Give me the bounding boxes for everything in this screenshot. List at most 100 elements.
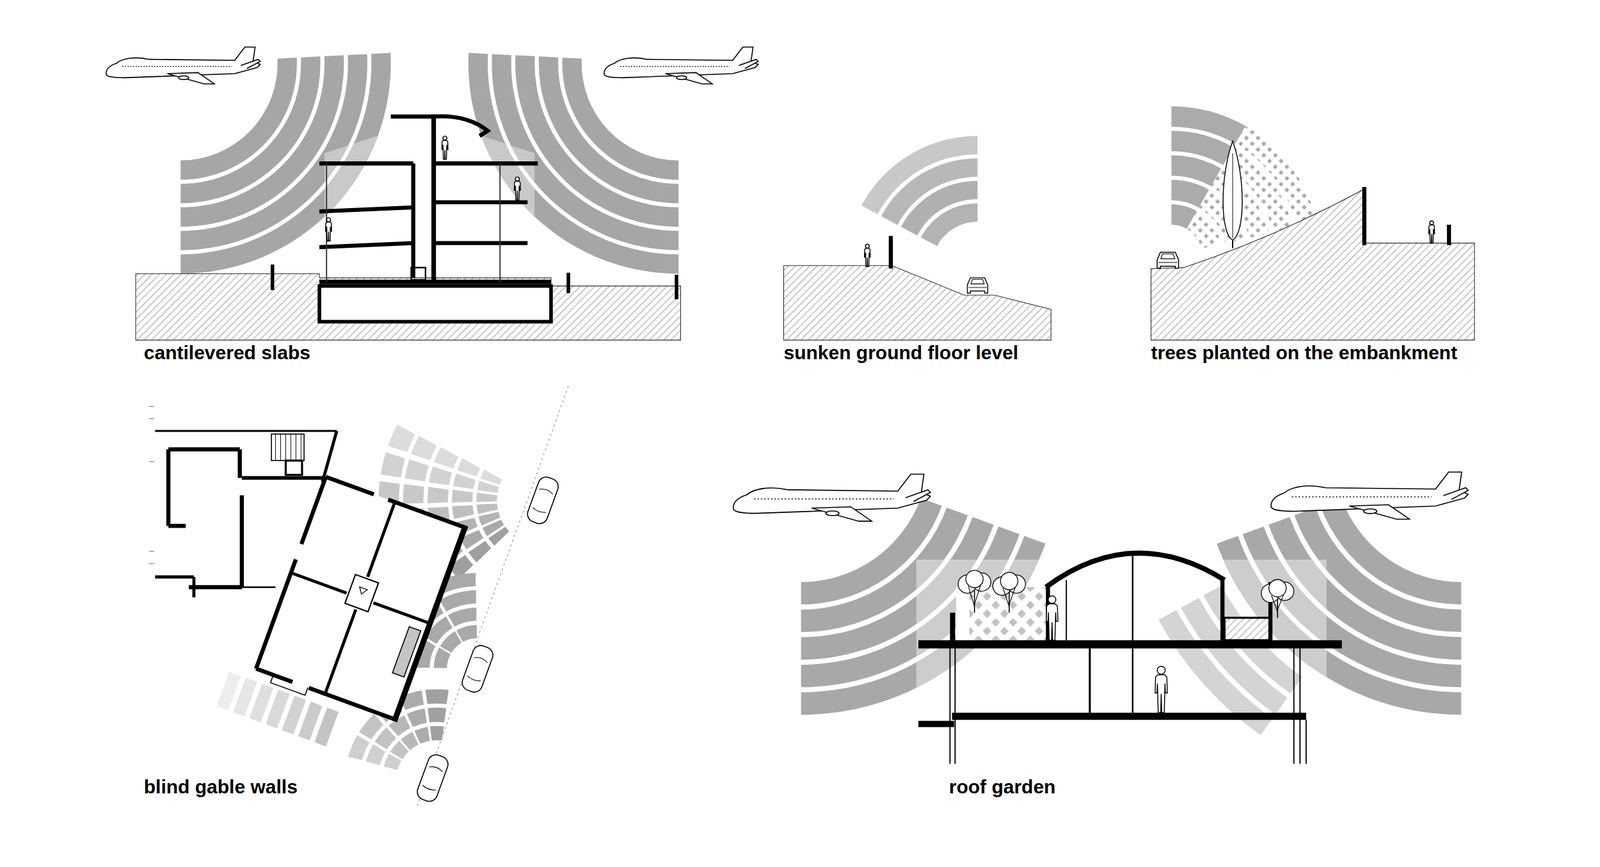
sound-wave-band (427, 707, 447, 722)
stair-landing (285, 460, 303, 475)
airplane-tailplane (1443, 487, 1469, 500)
wall-line (1299, 648, 1301, 764)
airplane-wing (167, 72, 214, 84)
sound-wave-band (403, 483, 425, 504)
building-wall (367, 501, 395, 577)
sound-wave-band (410, 435, 437, 461)
sound-wave-band (366, 743, 386, 765)
sound-wave-band (491, 53, 679, 250)
grid-tick (149, 405, 155, 407)
lift-box (411, 267, 426, 280)
stair-arrow (357, 586, 368, 596)
airplane (604, 47, 759, 84)
sound-wave-band (456, 624, 477, 642)
car-bumper (1158, 261, 1178, 263)
car-plan (525, 474, 561, 527)
tree (958, 570, 991, 613)
tree-branch (968, 585, 975, 607)
airplane-engine (178, 75, 189, 80)
planter-wall (949, 612, 955, 640)
car-body (1157, 252, 1179, 269)
sound-wave-band (861, 135, 978, 214)
cantilevered-slab (433, 240, 528, 245)
building-wall (256, 668, 293, 682)
wall-line (1305, 719, 1307, 764)
wall-line (949, 648, 951, 764)
car-outline (525, 474, 561, 527)
sound-wave-band (1320, 497, 1462, 605)
airplane-windows (1292, 496, 1432, 497)
label-slot: sunken ground floor level (783, 341, 1019, 365)
sound-wave-band (374, 727, 397, 749)
stair (271, 433, 304, 461)
neighbour-wall (240, 494, 244, 587)
car-windscreen (421, 764, 443, 792)
airplane-windows (753, 497, 894, 499)
panel-caption: blind gable walls (144, 775, 298, 799)
neighbour-wall (166, 449, 171, 527)
neighbour-wall (168, 447, 240, 452)
boundary-wall (566, 272, 571, 294)
partition-wall (1088, 648, 1091, 713)
tree (992, 572, 1026, 613)
cantilevered-slab (319, 243, 414, 248)
grid-tick (149, 460, 155, 462)
label-slot: trees planted on the embankment (1150, 341, 1457, 365)
cypress-tree (1223, 140, 1243, 248)
tree-trunk (1232, 240, 1234, 249)
upper-slab (918, 640, 1343, 649)
neighbour-wall (237, 449, 242, 479)
person-head (326, 217, 331, 222)
airplane-tailplane (240, 59, 260, 69)
grid-tick (149, 563, 155, 564)
airplane-wing (811, 506, 872, 521)
car-bumper (968, 287, 987, 288)
sound-wave-band (478, 511, 501, 525)
basement (319, 286, 552, 322)
wave-fan (861, 135, 978, 246)
airplane (106, 47, 261, 84)
sound-wave-band (452, 504, 475, 520)
person-body (325, 222, 333, 242)
person-body (1155, 674, 1168, 713)
person-figure (441, 136, 448, 160)
sound-wave-band (1171, 106, 1246, 144)
tree-canopy (1000, 572, 1018, 590)
neighbour-wall (154, 575, 194, 579)
building-floor (256, 476, 465, 720)
wall-line (1293, 648, 1295, 764)
sound-wave-band (428, 465, 452, 485)
core-wall (431, 114, 436, 282)
sound-wave-band (359, 713, 384, 740)
boundary-wall (674, 274, 679, 299)
car-outline (414, 752, 450, 804)
main-building (253, 474, 466, 728)
building-wall (325, 609, 356, 694)
wall-line (954, 648, 956, 764)
building-wall (388, 499, 466, 528)
lower-slab (952, 712, 1307, 720)
person-figure (1155, 665, 1168, 713)
boundary-wall (270, 264, 275, 290)
bay-window (270, 674, 308, 696)
sound-wave-band (451, 489, 473, 503)
label-slot: cantilevered slabs (144, 341, 311, 365)
sound-wave-band (216, 671, 242, 710)
car-windscreen (466, 655, 488, 682)
car-body (967, 277, 988, 294)
service-shaft (392, 626, 421, 677)
airplane-wing (1349, 504, 1410, 519)
stair-tread (280, 433, 281, 461)
sound-wave-band (400, 731, 419, 751)
sound-wave-band (476, 503, 498, 514)
sound-wave-band (476, 492, 498, 502)
sound-wave-band (1320, 497, 1462, 605)
building-wall (308, 687, 395, 719)
airplane-engine (826, 510, 840, 516)
boundary-wall (1447, 224, 1451, 246)
tree-canopy (1269, 579, 1287, 597)
car-front (967, 277, 988, 294)
sound-wave-band (453, 473, 476, 489)
